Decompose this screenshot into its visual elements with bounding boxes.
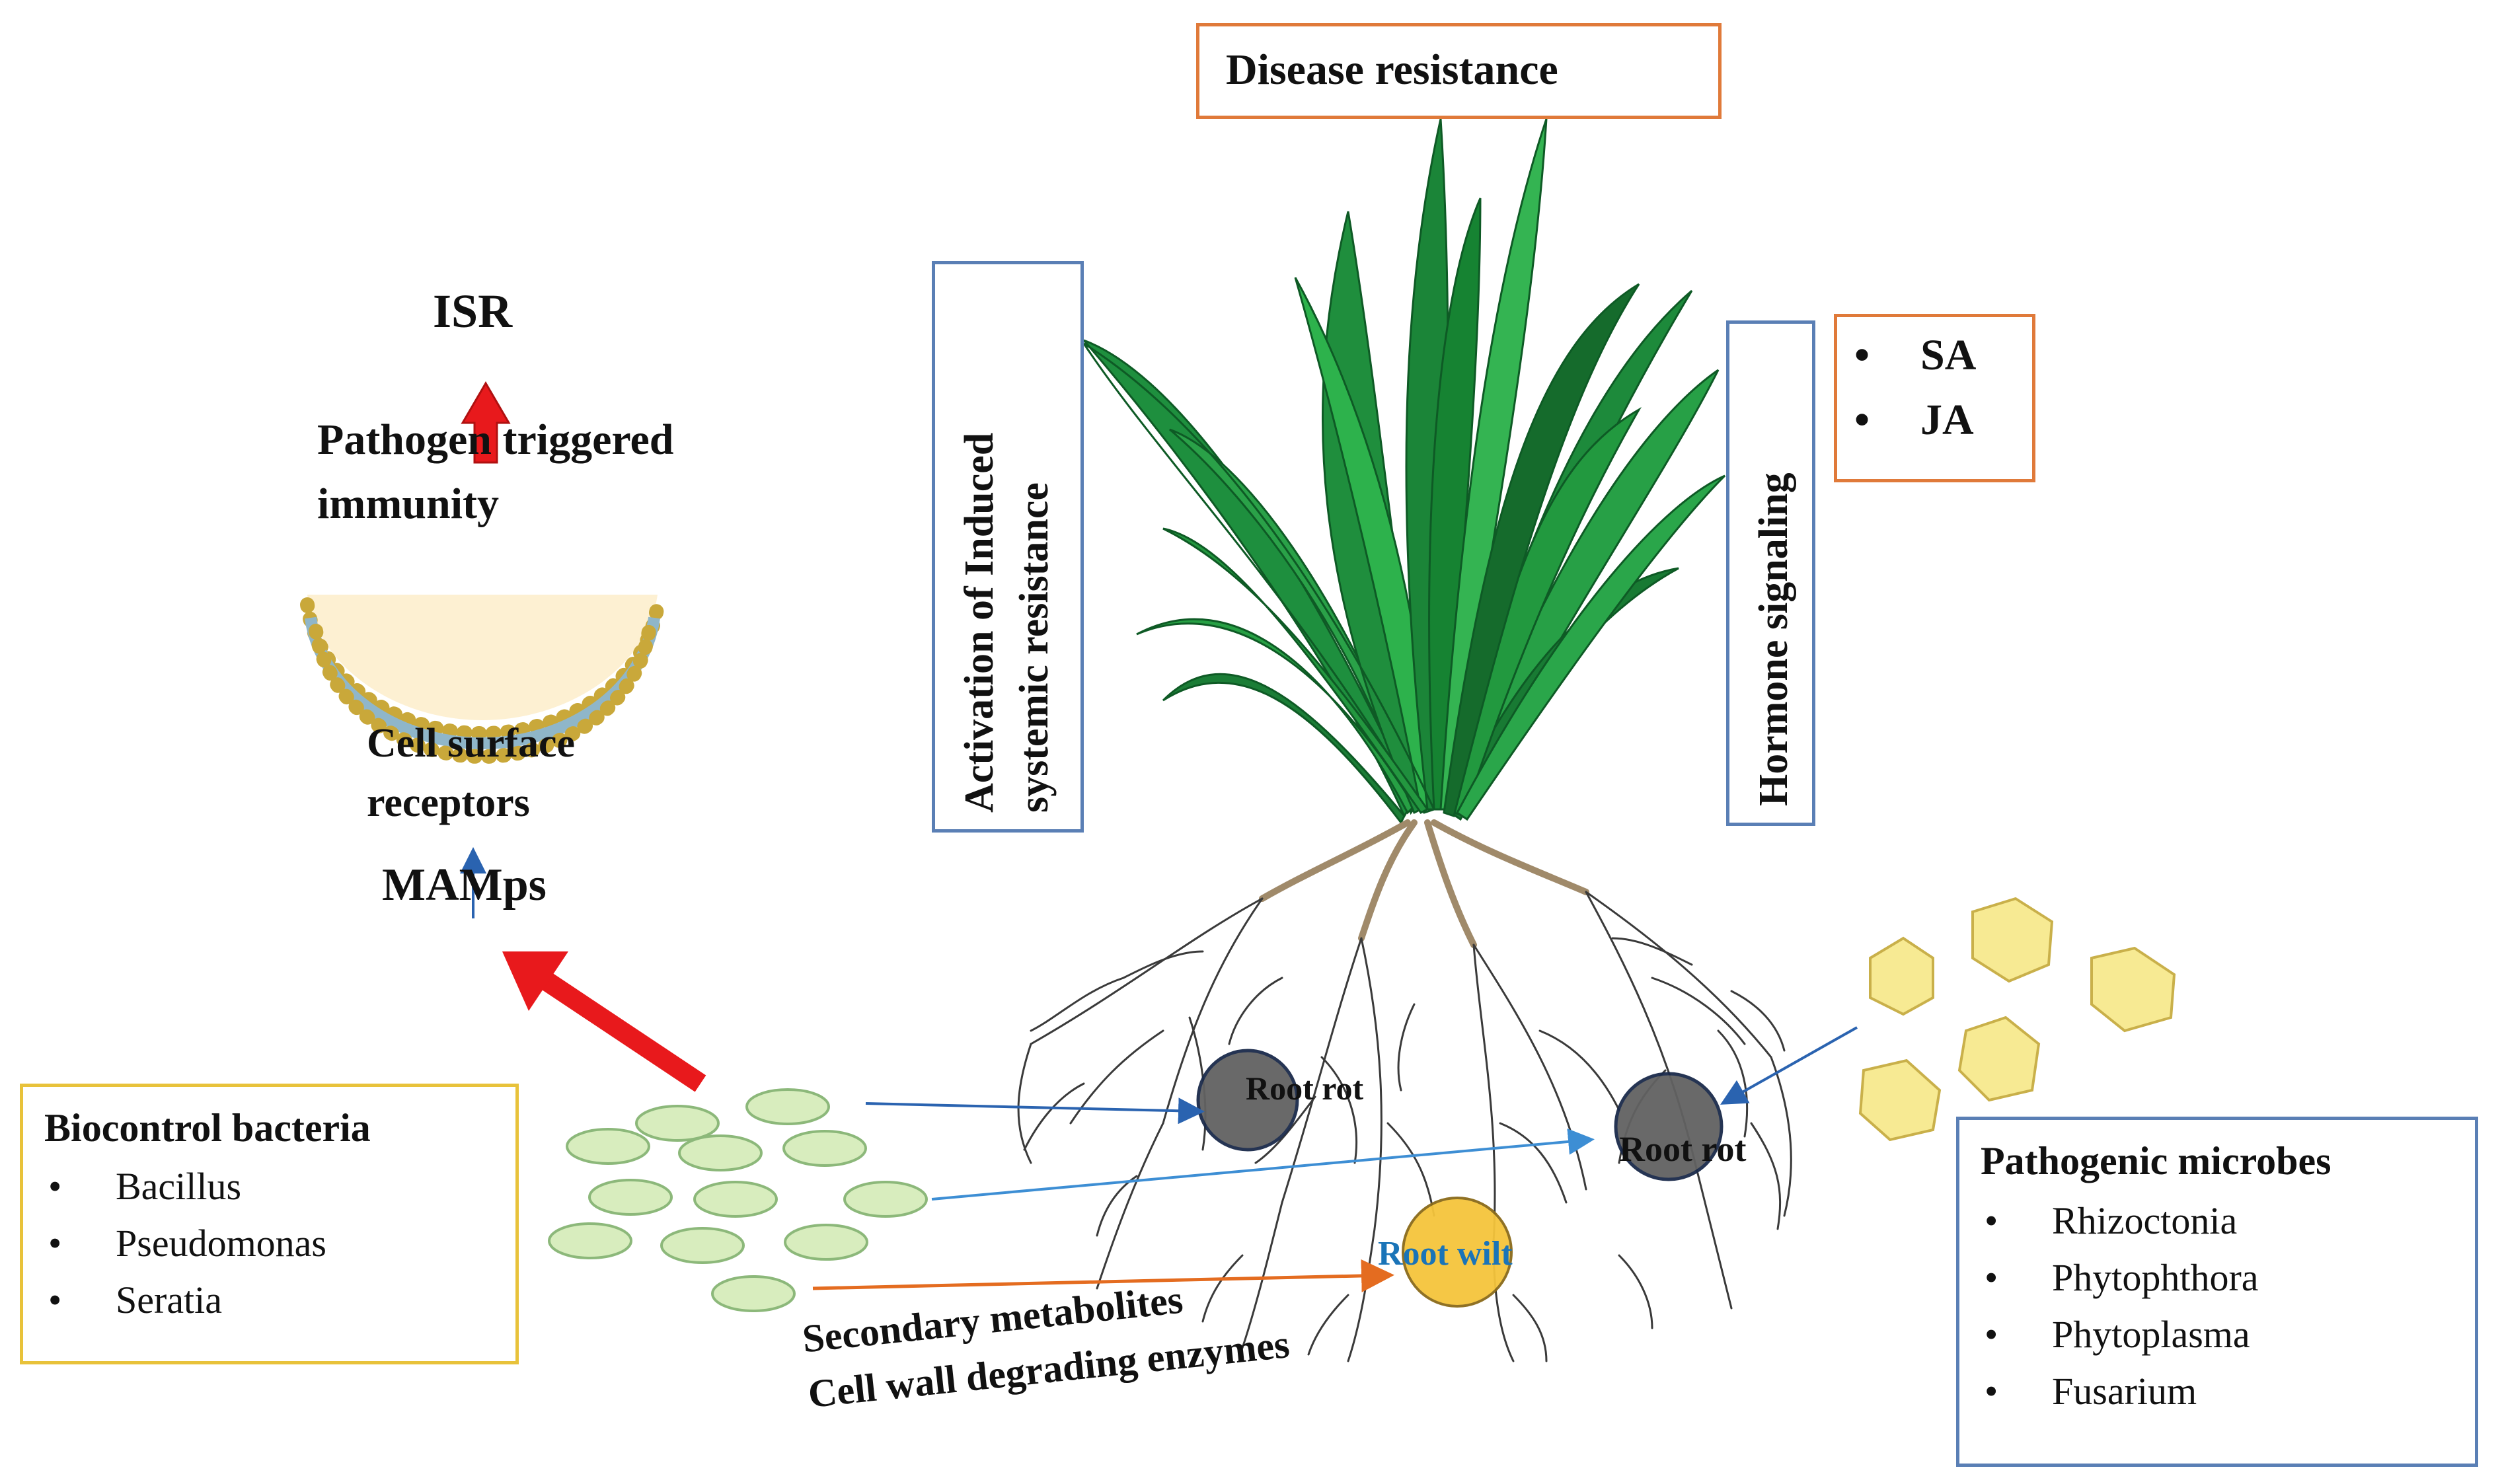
- disease-resistance-box: Disease resistance: [1196, 23, 1722, 119]
- receptors-line2: receptors: [367, 780, 530, 825]
- pathogen-item: Phytophthora: [1966, 1249, 2259, 1306]
- activation-isr-box: Activation of Induced systemic resistanc…: [932, 261, 1084, 833]
- biocontrol-item: Pseudomonas: [30, 1215, 326, 1272]
- biocontrol-item: Bacillus: [30, 1158, 326, 1215]
- biocontrol-bacteria-box: Biocontrol bacteria Bacillus Pseudomonas…: [20, 1084, 519, 1364]
- pti-line2: immunity: [317, 480, 500, 528]
- root-system: [1017, 819, 1792, 1362]
- pathogens-title: Pathogenic microbes: [1981, 1139, 2331, 1183]
- hormone-signaling-label: Hormone signaling: [1751, 472, 1796, 806]
- receptors-line1: Cell surface: [367, 721, 576, 766]
- hormones-box: •SA •JA: [1834, 314, 2035, 482]
- root-wilt-label: Root wilt: [1378, 1235, 1513, 1273]
- pathogenic-microbes-box: Pathogenic microbes Rhizoctonia Phytopht…: [1956, 1117, 2478, 1467]
- activation-line2: systemic resistance: [1012, 482, 1057, 813]
- root-rot-label-2: Root rot: [1619, 1129, 1747, 1169]
- isr-label: ISR: [433, 285, 513, 338]
- bacteria-to-root-rot-arrow-2: [931, 1128, 1595, 1201]
- cell-membrane: [300, 595, 665, 764]
- pathogen-cells: [1858, 897, 2176, 1142]
- hormone-item-ja: •JA: [1854, 396, 1974, 444]
- pathogens-list: Rhizoctonia Phytophthora Phytoplasma Fus…: [1966, 1193, 2259, 1420]
- bacteria-to-mamps-arrow: [502, 951, 706, 1092]
- root-rot-circle-2: [1614, 1072, 1723, 1181]
- root-rot-label-1: Root rot: [1246, 1070, 1364, 1107]
- biocontrol-list: Bacillus Pseudomonas Seratia: [30, 1158, 326, 1329]
- pti-line1: Pathogen triggered: [317, 416, 674, 464]
- pathogen-item: Fusarium: [1966, 1363, 2259, 1420]
- activation-line1: Activation of Induced: [957, 432, 1002, 813]
- plant-leaves: [1082, 118, 1726, 825]
- hormone-item-sa: •SA: [1854, 331, 1977, 379]
- bacteria-to-root-rot-arrow-1: [865, 1097, 1205, 1125]
- pathogen-item: Rhizoctonia: [1966, 1193, 2259, 1249]
- hormone-sa-label: SA: [1920, 331, 1977, 379]
- disease-resistance-label: Disease resistance: [1226, 46, 1558, 94]
- biocontrol-bacteria-cells: [548, 1088, 928, 1312]
- biocontrol-item: Seratia: [30, 1272, 326, 1329]
- pathogen-item: Phytoplasma: [1966, 1306, 2259, 1363]
- root-wilt-circle: [1402, 1197, 1513, 1308]
- pathogen-to-root-rot-arrow: [1720, 1026, 1858, 1105]
- biocontrol-title: Biocontrol bacteria: [44, 1106, 371, 1150]
- hormone-signaling-box: Hormone signaling: [1726, 320, 1815, 826]
- bacteria-to-root-wilt-arrow: [812, 1259, 1394, 1292]
- isr-up-arrow: [461, 381, 511, 464]
- hormone-ja-label: JA: [1920, 396, 1974, 444]
- mamps-label: MAMps: [382, 860, 547, 910]
